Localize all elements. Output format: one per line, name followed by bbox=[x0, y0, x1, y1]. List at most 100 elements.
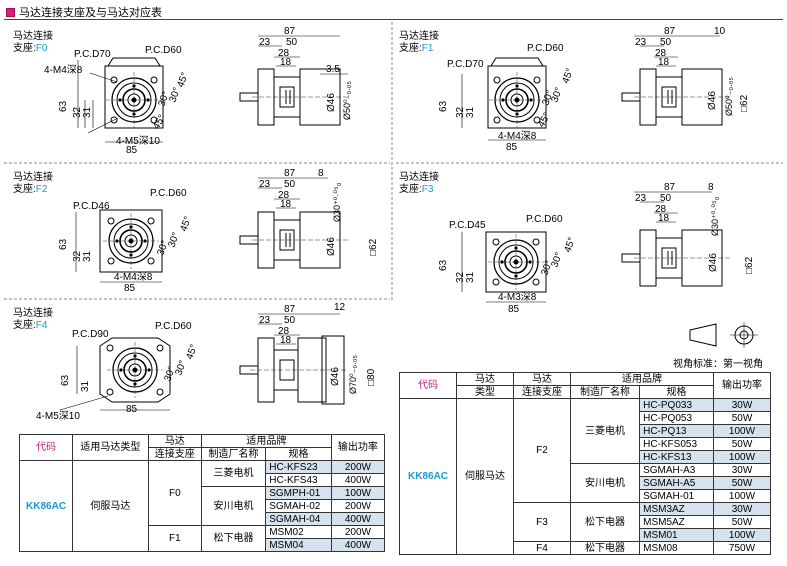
model-cell: HC-KFS23 bbox=[265, 460, 332, 474]
header-brand: 适用品牌 bbox=[569, 372, 714, 386]
label-line: 支座:F4 bbox=[13, 320, 53, 332]
f1-side-view bbox=[621, 35, 731, 126]
dim-28: 28 bbox=[655, 204, 667, 215]
label-prefix: 支座: bbox=[399, 43, 422, 54]
header-maker: 制造厂名称 bbox=[200, 447, 267, 461]
dim-18: 18 bbox=[658, 57, 670, 68]
dim-angle: 45° bbox=[560, 67, 576, 85]
power-cell: 200W bbox=[330, 525, 386, 539]
dim-pcd1: P.C.D70 bbox=[74, 49, 111, 60]
dim-tap1: 4-M3深8 bbox=[498, 291, 537, 303]
model-cell: SGMPH-01 bbox=[265, 486, 332, 500]
dim-pcd2: P.C.D60 bbox=[526, 214, 563, 225]
power-cell: 750W bbox=[712, 541, 772, 555]
dim-50: 50 bbox=[660, 193, 672, 204]
dim-87: 87 bbox=[284, 26, 296, 37]
dim-angle: 45° bbox=[184, 343, 200, 361]
dim-tap2: 4-M5深10 bbox=[36, 410, 80, 422]
dim-pcd1: P.C.D70 bbox=[447, 59, 484, 70]
dim-8: 8 bbox=[708, 182, 714, 193]
header-power: 输出功率 bbox=[712, 372, 772, 399]
dim-28: 28 bbox=[278, 190, 290, 201]
dim-d46: Ø46 bbox=[326, 93, 337, 112]
table-row: KK86AC 伺服马达 F2 三菱电机 HC-PQ033 30W bbox=[398, 398, 772, 555]
maker-cell: 安川电机 bbox=[200, 486, 267, 526]
dim-angle: 30° bbox=[549, 86, 565, 104]
model-cell: HC-PQ13 bbox=[639, 424, 714, 438]
dim-87: 87 bbox=[664, 182, 676, 193]
base-code-cell: F2 bbox=[513, 398, 571, 503]
dim-63: 63 bbox=[58, 238, 69, 250]
maker-cell: 三菱电机 bbox=[569, 398, 641, 464]
section-label-f0: 马达连接 支座:F0 bbox=[13, 31, 53, 55]
dim-pcd2: P.C.D60 bbox=[155, 321, 192, 332]
dim-18: 18 bbox=[280, 57, 292, 68]
dim-s80: □80 bbox=[366, 368, 377, 386]
header-motor-type: 类型 bbox=[456, 385, 514, 399]
dim-angle: 30° bbox=[156, 90, 172, 108]
dim-pcd2: P.C.D60 bbox=[145, 45, 182, 56]
model-code: KK86AC bbox=[18, 460, 74, 552]
dim-31: 31 bbox=[80, 380, 91, 392]
model-cell: HC-KFS13 bbox=[639, 450, 714, 464]
dim-d46: Ø46 bbox=[707, 91, 718, 110]
table-row: HC-PQ13 100W bbox=[400, 424, 772, 438]
dim-85: 85 bbox=[126, 145, 138, 156]
model-cell: SGMAH-A5 bbox=[639, 476, 714, 490]
base-code-cell: F0 bbox=[147, 460, 202, 526]
dim-angle: 30° bbox=[173, 359, 189, 377]
table-row: 安川电机 SGMPH-01 100W bbox=[20, 486, 386, 526]
dim-3.5: 3.5 bbox=[326, 64, 340, 75]
dim-85: 85 bbox=[508, 304, 520, 315]
dim-18: 18 bbox=[280, 335, 292, 346]
table-row: SGMAH-02 200W bbox=[20, 499, 386, 513]
label-line: 马达连接 bbox=[399, 31, 439, 42]
dim-50: 50 bbox=[284, 315, 296, 326]
table-row: F1 松下电器 MSM02 200W bbox=[20, 525, 386, 552]
model-cell: MSM5AZ bbox=[639, 515, 714, 529]
power-cell: 30W bbox=[712, 463, 772, 477]
label-line: 马达连接 bbox=[399, 172, 439, 183]
power-cell: 100W bbox=[712, 424, 772, 438]
header-base: 连接支座 bbox=[513, 385, 571, 399]
dim-32: 32 bbox=[455, 271, 466, 283]
table-row: MSM04 400W bbox=[20, 538, 386, 552]
label-line: 马达连接 bbox=[13, 172, 53, 183]
table-row: HC-KFS13 100W bbox=[400, 450, 772, 464]
dim-pcd1: P.C.D45 bbox=[449, 220, 486, 231]
dim-50: 50 bbox=[660, 37, 672, 48]
dim-tap1: 4-M4深8 bbox=[44, 64, 83, 76]
table-row: KK86AC 伺服马达 F0 三菱电机 HC-KFS23 200W bbox=[18, 460, 386, 552]
dim-angle: 45° bbox=[562, 236, 578, 254]
model-cell: HC-KFS053 bbox=[639, 437, 714, 451]
label-prefix: 支座: bbox=[13, 320, 36, 331]
maker-cell: 松下电器 bbox=[200, 525, 267, 552]
dim-d46: Ø46 bbox=[330, 367, 341, 386]
dim-angle: 45° bbox=[151, 113, 168, 132]
base-code-cell: F1 bbox=[147, 525, 202, 552]
dim-28: 28 bbox=[655, 48, 667, 59]
dim-s62: □62 bbox=[744, 256, 755, 274]
model-cell: HC-PQ033 bbox=[639, 398, 714, 412]
f0-side-view bbox=[239, 35, 349, 126]
power-cell: 100W bbox=[712, 450, 772, 464]
maker-cell: 安川电机 bbox=[569, 463, 641, 503]
header-motor-type: 适用马达类型 bbox=[72, 434, 149, 461]
dim-angle: 30° bbox=[155, 239, 171, 257]
model-cell: SGMAH-01 bbox=[639, 489, 714, 503]
dim-d46: Ø46 bbox=[326, 237, 337, 256]
dim-31: 31 bbox=[82, 250, 93, 262]
section-label-f3: 马达连接 支座:F3 bbox=[399, 172, 439, 196]
dim-85: 85 bbox=[126, 404, 138, 415]
dim-pcd2: P.C.D60 bbox=[150, 188, 187, 199]
dim-angle: 45° bbox=[536, 111, 553, 130]
maker-cell: 三菱电机 bbox=[200, 460, 267, 487]
dim-87: 87 bbox=[284, 168, 296, 179]
dim-23: 23 bbox=[635, 37, 647, 48]
model-cell: MSM08 bbox=[639, 541, 714, 555]
dim-28: 28 bbox=[278, 48, 290, 59]
f4-side-view bbox=[239, 313, 348, 405]
dim-d30: Ø30⁺⁰·⁰⁵₀ bbox=[710, 196, 720, 236]
dim-23: 23 bbox=[259, 315, 271, 326]
table-row: HC-KFS053 50W bbox=[400, 437, 772, 451]
